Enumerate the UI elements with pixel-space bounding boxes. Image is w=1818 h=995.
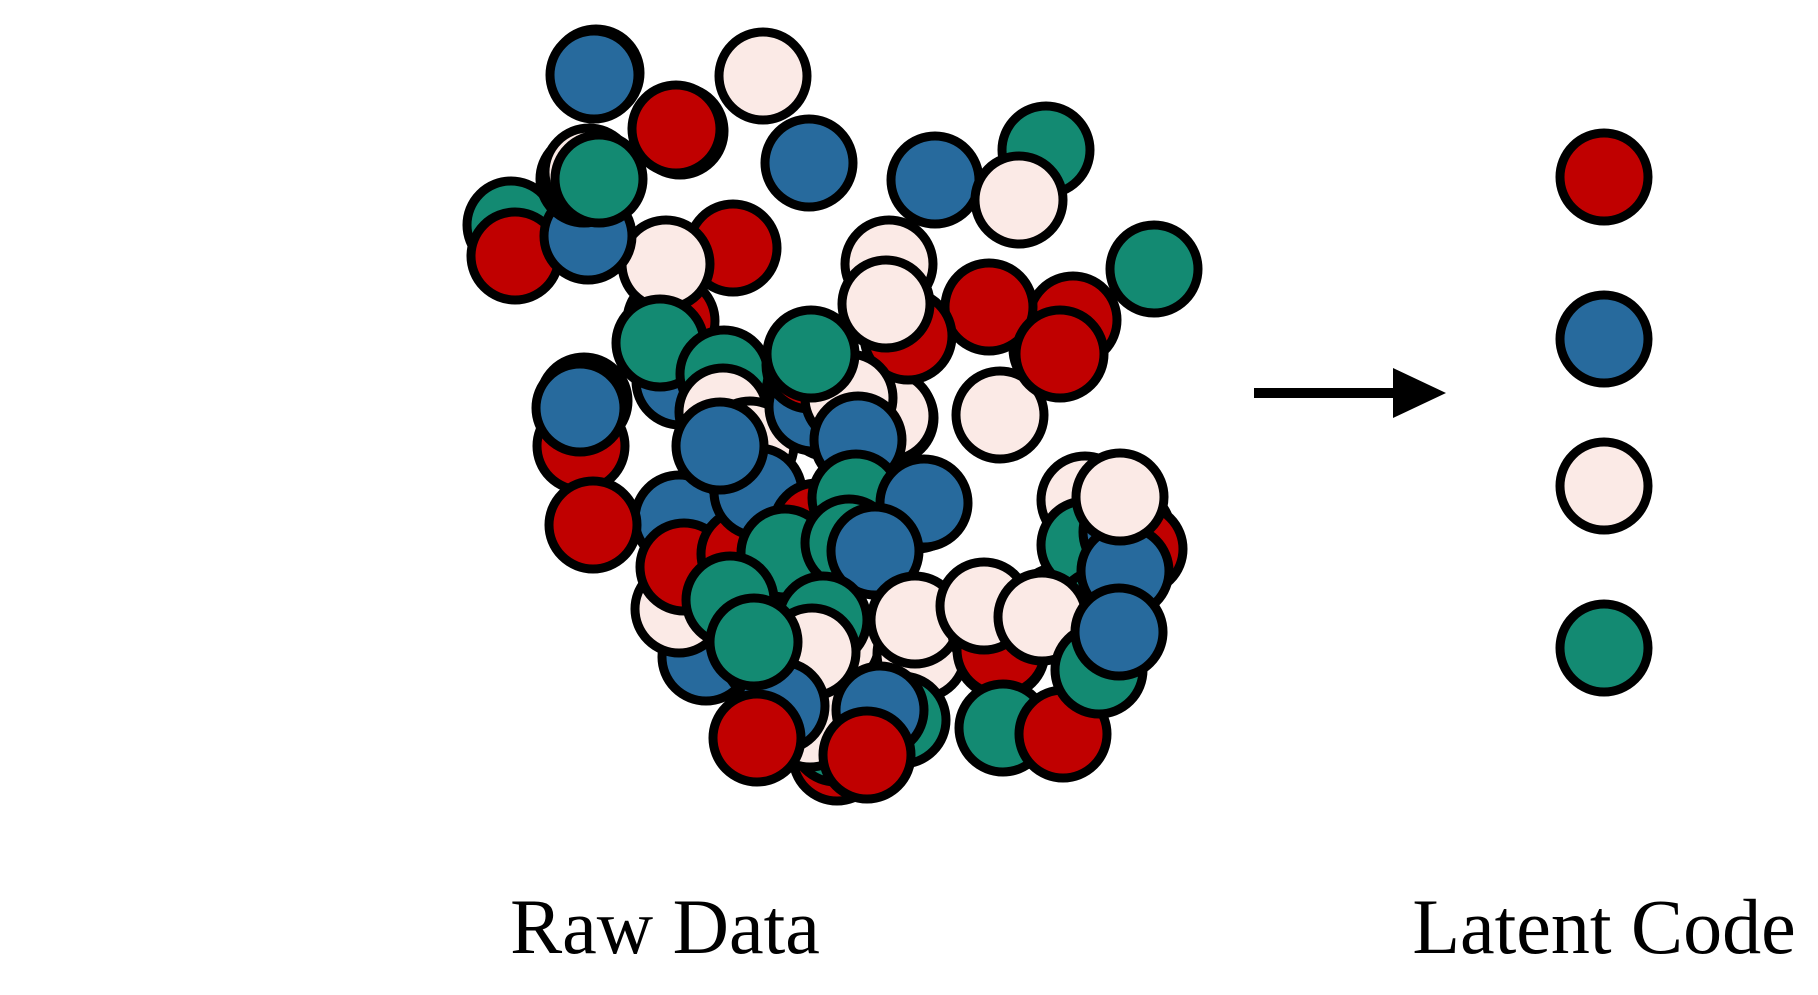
raw-data-dot-cream <box>837 255 935 353</box>
raw-data-dot-cream <box>970 151 1068 249</box>
raw-data-dot-red <box>708 689 806 787</box>
raw-data-dot-green <box>762 305 860 403</box>
raw-data-cluster <box>462 24 1203 806</box>
raw-data-dot-blue <box>531 359 629 457</box>
latent-code-column <box>1555 128 1653 697</box>
raw-data-dot-green <box>550 130 648 228</box>
raw-data-label: Raw Data <box>510 883 820 970</box>
raw-data-dot-red <box>627 80 725 178</box>
latent-code-dot-cream <box>1555 437 1653 535</box>
raw-data-dot-cream <box>951 366 1049 464</box>
raw-data-dot-red <box>1011 305 1109 403</box>
raw-data-dot-blue <box>760 114 858 212</box>
raw-data-dot-red <box>544 476 642 574</box>
arrow-icon <box>1254 368 1446 418</box>
raw-data-dot-green <box>1105 220 1203 318</box>
raw-data-dot-cream <box>714 27 812 125</box>
raw-data-dot-blue <box>671 397 769 495</box>
raw-data-dot-blue <box>1070 583 1168 681</box>
raw-data-dot-red <box>818 706 916 804</box>
raw-data-dot-cream <box>1071 448 1169 546</box>
raw-data-dot-blue <box>886 131 984 229</box>
latent-code-dot-blue <box>1555 290 1653 388</box>
raw-data-dot-green <box>705 593 803 691</box>
latent-code-dot-green <box>1555 599 1653 697</box>
latent-code-dot-red <box>1555 128 1653 226</box>
raw-data-dot-blue <box>545 26 643 124</box>
latent-code-label: Latent Code <box>1412 883 1796 970</box>
